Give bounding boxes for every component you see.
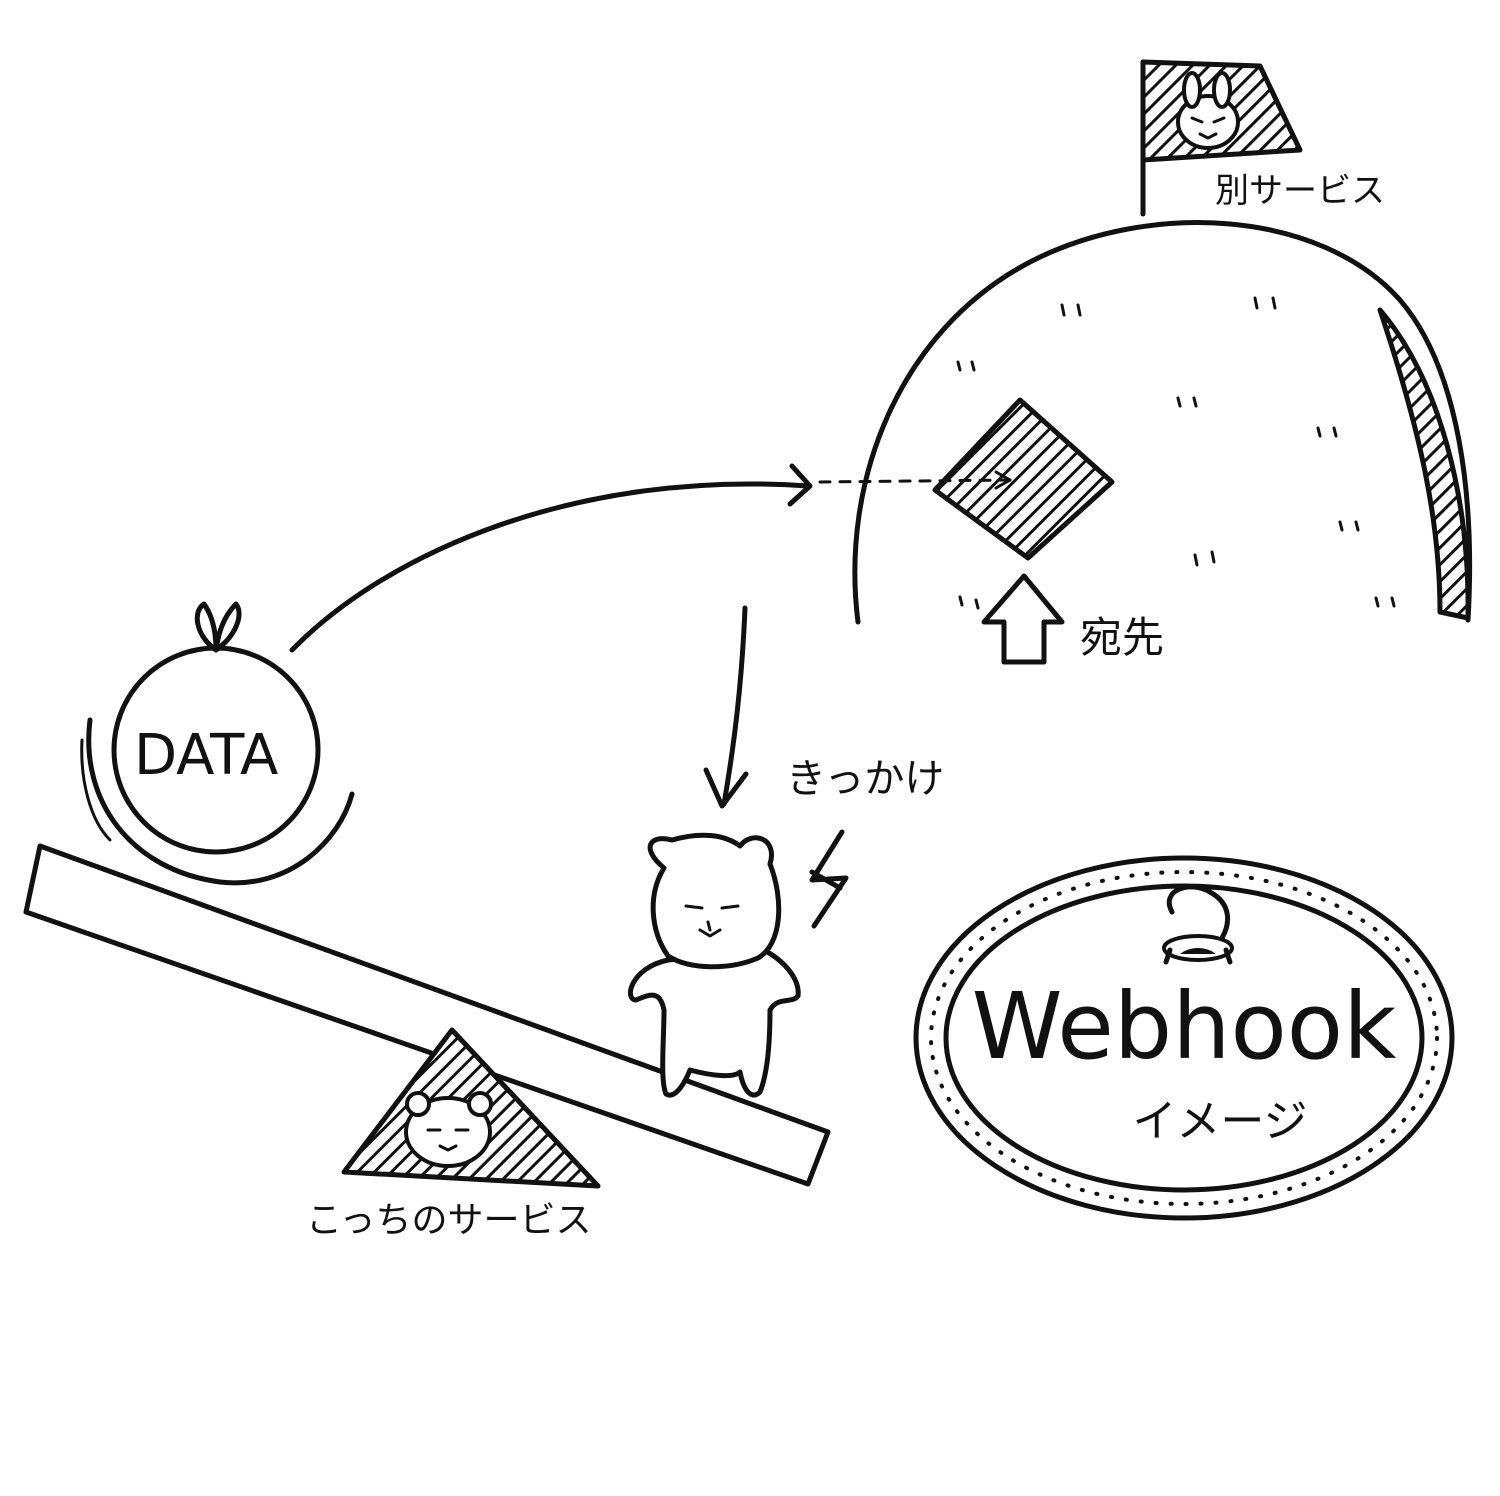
grass-marks <box>956 296 1396 610</box>
webhook-title: Webhook <box>972 973 1397 1080</box>
flag: 別サービス <box>1140 59 1385 217</box>
webhook-badge: Webhook イメージ <box>913 855 1455 1221</box>
hill <box>852 220 1473 625</box>
webhook-subtitle: イメージ <box>1132 1096 1307 1147</box>
flag-label: 別サービス <box>1215 171 1385 211</box>
lightning-icon <box>809 829 849 929</box>
send-arrow <box>289 463 813 653</box>
trigger-label: きっかけ <box>786 756 944 802</box>
seesaw: こっちのサービス <box>23 843 831 1241</box>
this-service-label: こっちのサービス <box>306 1200 591 1241</box>
trigger-arrow <box>703 605 749 809</box>
bear-face-icon <box>404 1091 493 1168</box>
data-label: DATA <box>134 723 278 788</box>
bear-icon <box>627 832 801 1098</box>
up-arrow-icon <box>981 573 1065 665</box>
destination-box <box>818 397 1115 561</box>
destination-label: 宛先 <box>1080 613 1164 662</box>
data-ball: DATA <box>80 601 355 886</box>
rabbit-face-icon <box>1176 71 1240 150</box>
hook-icon <box>1162 884 1234 965</box>
